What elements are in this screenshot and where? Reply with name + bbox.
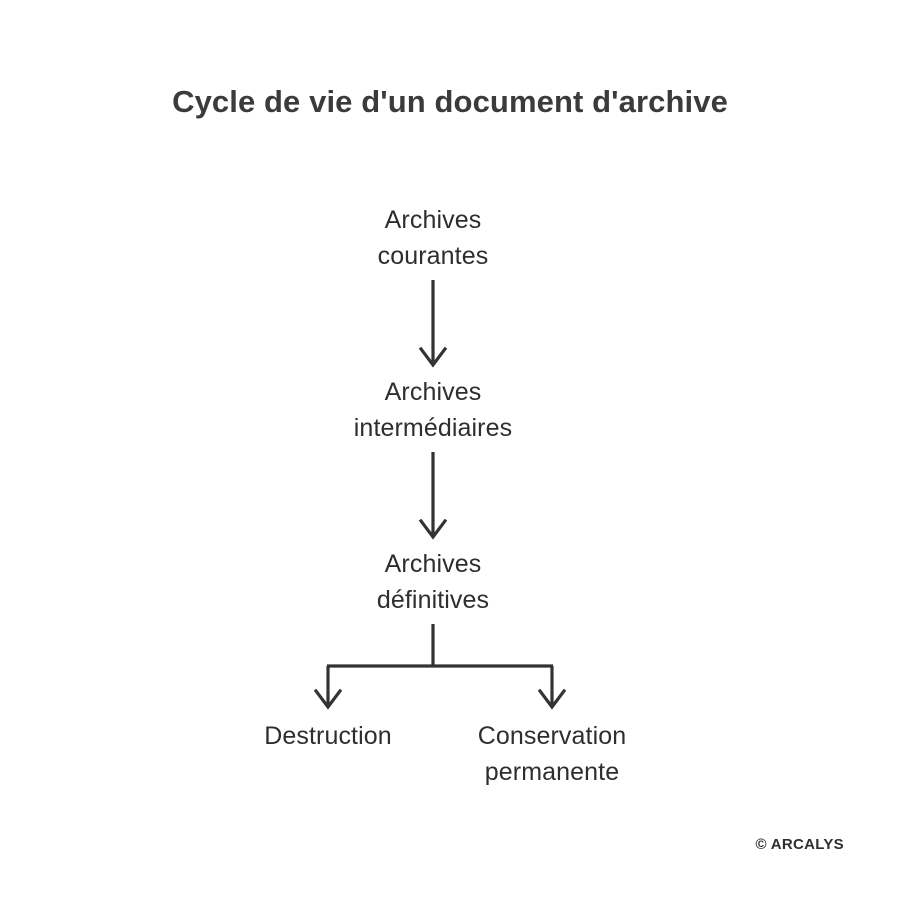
node-archives-courantes: Archives courantes: [377, 206, 489, 270]
edge-intermediaires-to-definitives-arrowhead: [418, 518, 448, 540]
page-title: Cycle de vie d'un document d'archive: [172, 84, 728, 119]
edge-definitives-to-conservation-arrowhead: [537, 688, 567, 710]
node-archives-intermediaires: Archives intermédiaires: [353, 378, 513, 442]
edge-courantes-to-intermediaires-arrowhead: [418, 346, 448, 368]
copyright-notice: © ARCALYS: [755, 836, 844, 853]
node-archives-definitives: Archives définitives: [376, 550, 490, 614]
node-destruction: Destruction: [264, 722, 392, 750]
edge-definitives-to-destruction-arrowhead: [313, 688, 343, 710]
node-conservation-permanente: Conservation permanente: [477, 722, 627, 786]
